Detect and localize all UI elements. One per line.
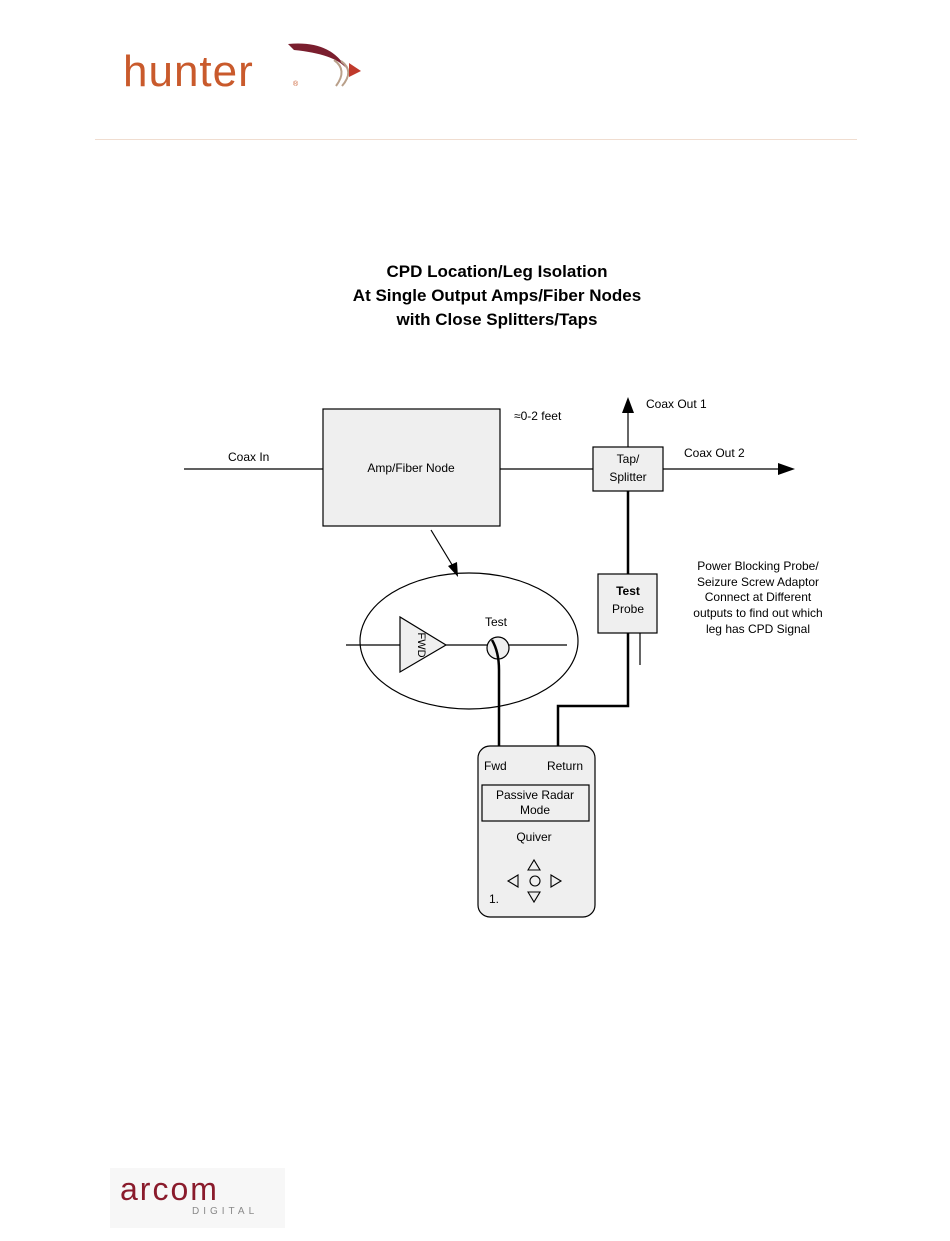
detail-ellipse xyxy=(359,572,579,710)
mode-line-1: Passive Radar xyxy=(496,788,574,802)
arcom-logo-text: arcom xyxy=(120,1171,219,1207)
arrow-tip-icon xyxy=(349,63,361,77)
test-probe-label-2: Probe xyxy=(612,602,644,616)
title-line-1: CPD Location/Leg Isolation xyxy=(386,262,607,281)
fwd-amp-label: FWD xyxy=(415,632,427,657)
node-detail-line xyxy=(430,529,455,569)
test-point-label: Test xyxy=(485,615,508,629)
meter-index-label: 1. xyxy=(489,892,499,906)
arrow-down-icon xyxy=(448,562,458,577)
return-port-label: Return xyxy=(547,759,583,773)
coax-out-1-label: Coax Out 1 xyxy=(646,397,707,411)
fwd-port-label: Fwd xyxy=(484,759,507,773)
mode-line-2: Mode xyxy=(520,803,550,817)
arrow-right-icon xyxy=(778,463,795,475)
swoosh-icon xyxy=(288,43,346,68)
swoosh-arc-icon xyxy=(333,59,343,87)
return-cable xyxy=(556,633,630,746)
arcom-logo-background xyxy=(110,1168,285,1228)
mode-display xyxy=(481,784,590,822)
fwd-amp-triangle xyxy=(399,615,448,674)
title-line-2: At Single Output Amps/Fiber Nodes xyxy=(353,286,641,305)
down-button-icon xyxy=(527,891,541,904)
note-line-3: Connect at Different xyxy=(705,590,812,604)
amp-fiber-node-box xyxy=(322,408,501,527)
left-button-icon xyxy=(506,874,519,888)
hunter-logo: hunter ® xyxy=(123,43,361,94)
amp-fiber-node-label: Amp/Fiber Node xyxy=(367,461,455,475)
distance-label: ≈0-2 feet xyxy=(514,409,562,423)
arcom-digital-logo: arcom DIGITAL xyxy=(110,1168,285,1228)
tap-splitter-label-2: Splitter xyxy=(609,470,646,484)
fwd-cable xyxy=(490,639,501,746)
up-button-icon xyxy=(527,858,541,871)
note-line-4: outputs to find out which xyxy=(693,606,822,620)
arrow-up-icon xyxy=(622,397,634,413)
note-line-2: Seizure Screw Adaptor xyxy=(697,575,819,589)
arcom-logo-subtext: DIGITAL xyxy=(192,1206,258,1217)
right-button-icon xyxy=(550,874,563,888)
tap-splitter-label-1: Tap/ xyxy=(617,452,640,466)
title-line-3: with Close Splitters/Taps xyxy=(396,310,598,329)
center-button-icon xyxy=(529,875,541,887)
test-probe-label-1: Test xyxy=(616,584,640,598)
device-name-label: Quiver xyxy=(516,830,551,844)
coax-out-2-label: Coax Out 2 xyxy=(684,446,745,460)
coax-in-label: Coax In xyxy=(228,450,269,464)
note-line-5: leg has CPD Signal xyxy=(706,622,810,636)
swoosh-arc-icon xyxy=(340,60,350,87)
header-divider xyxy=(95,139,857,140)
hunter-logo-mark: ® xyxy=(293,80,299,88)
hunter-logo-text: hunter xyxy=(123,47,254,94)
note-line-1: Power Blocking Probe/ xyxy=(697,559,819,573)
